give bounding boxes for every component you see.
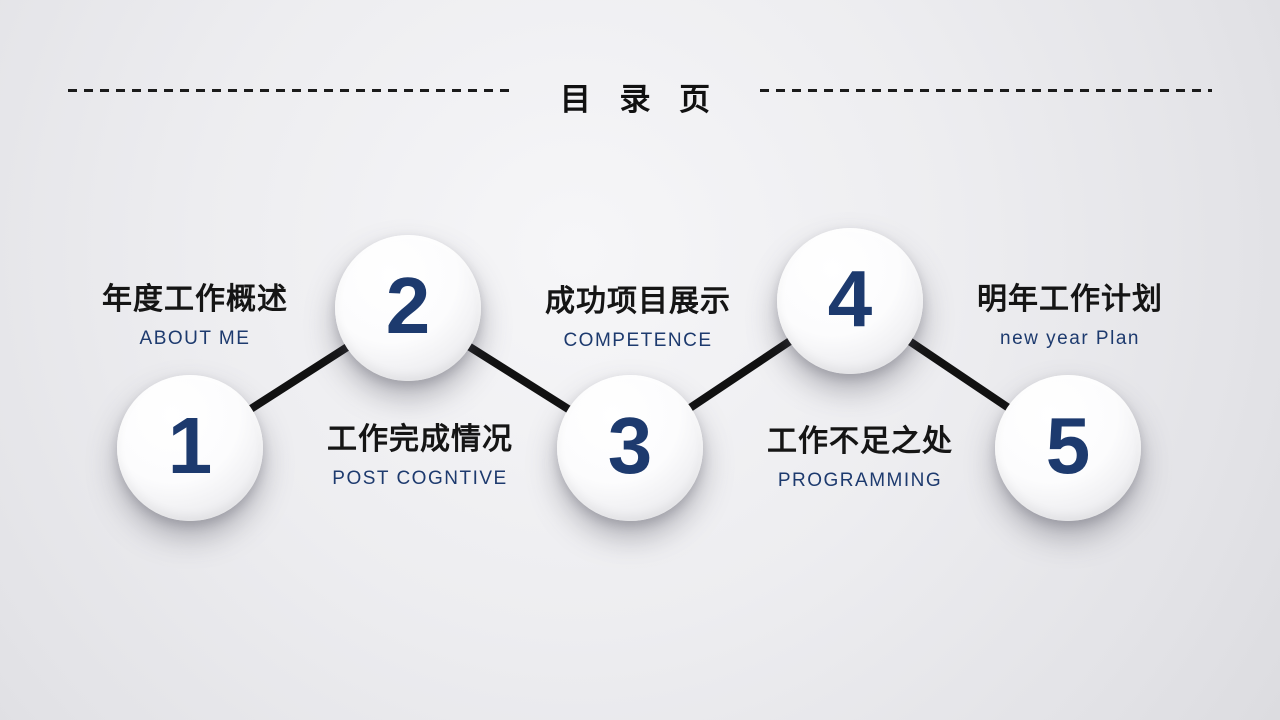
step-title-5: 明年工作计划: [977, 283, 1163, 316]
step-subtitle-2: POST COGNTIVE: [332, 468, 508, 489]
step-subtitle-4: PROGRAMMING: [777, 470, 943, 491]
step-label-4: 工作不足之处 PROGRAMMING: [715, 416, 1005, 492]
step-circle-3: 3: [557, 375, 703, 521]
step-subtitle-3: COMPETENCE: [563, 330, 713, 351]
step-label-2: 工作完成情况 POST COGNTIVE: [275, 414, 565, 490]
step-label-1: 年度工作概述 ABOUT ME: [50, 274, 340, 350]
step-number-2: 2: [385, 261, 431, 350]
step-circle-4: 4: [777, 228, 923, 374]
step-circle-1: 1: [117, 375, 263, 521]
step-title-1: 年度工作概述: [102, 283, 288, 316]
step-title-4: 工作不足之处: [767, 425, 953, 458]
dashed-line-left: [68, 89, 514, 92]
step-label-5: 明年工作计划 new year Plan: [925, 274, 1215, 350]
step-number-3: 3: [607, 401, 653, 490]
step-subtitle-1: ABOUT ME: [139, 328, 251, 349]
step-circle-5: 5: [995, 375, 1141, 521]
dashed-line-right: [760, 89, 1212, 92]
step-title-3: 成功项目展示: [545, 285, 731, 318]
step-number-1: 1: [167, 401, 213, 490]
step-label-3: 成功项目展示 COMPETENCE: [493, 276, 783, 352]
step-number-5: 5: [1045, 401, 1091, 490]
step-number-4: 4: [827, 254, 873, 343]
step-subtitle-5: new year Plan: [1000, 328, 1140, 349]
step-circle-2: 2: [335, 235, 481, 381]
page-title: 目 录 页: [559, 82, 721, 117]
step-title-2: 工作完成情况: [327, 423, 513, 456]
